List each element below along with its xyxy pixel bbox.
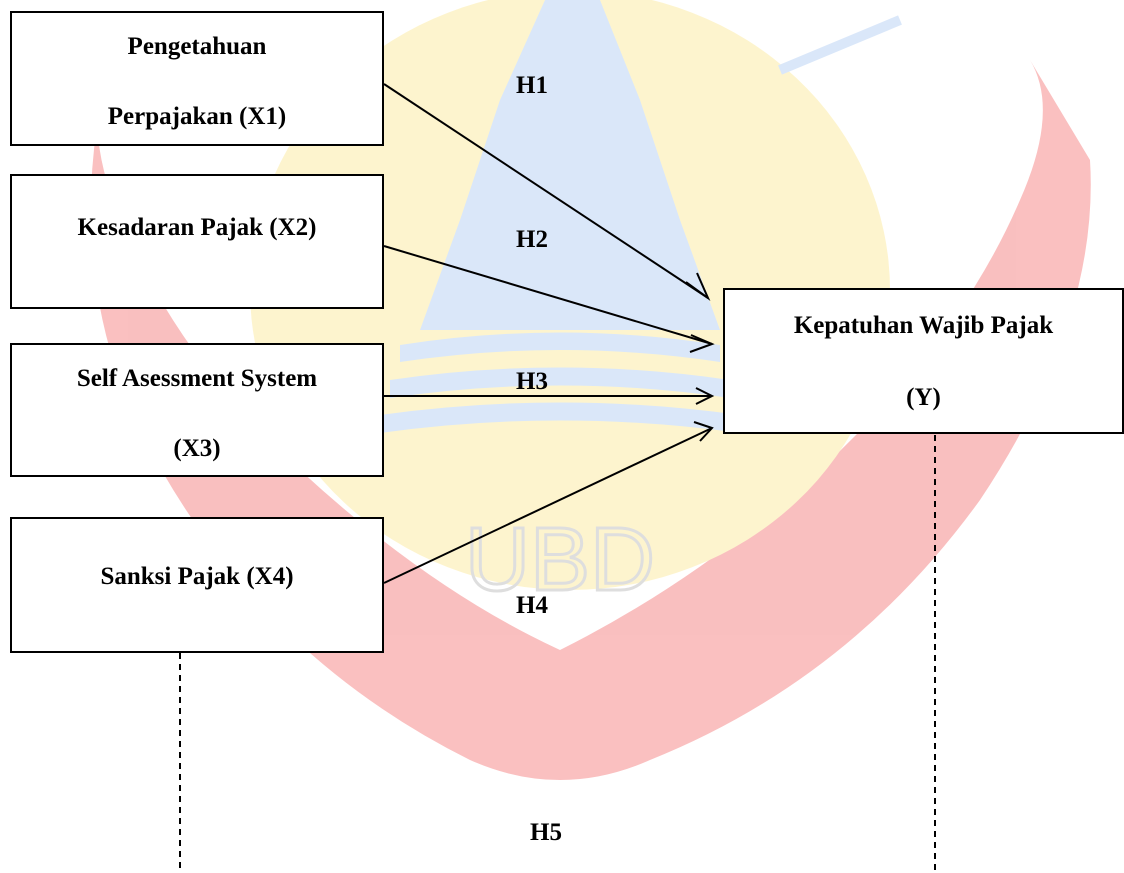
arrow-h4 bbox=[383, 427, 713, 584]
watermark-book-line-2 bbox=[390, 367, 730, 398]
watermark-blue-stroke bbox=[778, 15, 902, 75]
arrow-h1 bbox=[383, 83, 709, 299]
arrow-h4-head bbox=[693, 421, 714, 442]
arrow-h3-head bbox=[695, 387, 715, 405]
variable-y-label-line2: (Y) bbox=[906, 384, 941, 411]
watermark-book-line-1 bbox=[400, 332, 720, 362]
variable-x1-label-line1: Pengetahuan bbox=[127, 33, 267, 60]
hypothesis-label-h1: H1 bbox=[516, 72, 548, 99]
arrow-h1-head bbox=[685, 272, 711, 301]
variable-x2-label-line1: Kesadaran Pajak (X2) bbox=[77, 214, 317, 241]
hypothesis-label-h3: H3 bbox=[516, 368, 548, 395]
watermark-blue-tower bbox=[420, 0, 720, 330]
variable-x3-label-line1: Self Asessment System bbox=[76, 365, 318, 392]
watermark-yellow-disc bbox=[250, 0, 890, 590]
variable-box-x1: Pengetahuan Perpajakan (X1) bbox=[10, 11, 384, 146]
hypothesis-label-h4: H4 bbox=[516, 592, 548, 619]
watermark-book-line-3 bbox=[380, 402, 740, 433]
watermark-text: UBD bbox=[465, 510, 655, 610]
variable-y-label-line1: Kepatuhan Wajib Pajak bbox=[793, 312, 1054, 339]
variable-box-y: Kepatuhan Wajib Pajak (Y) bbox=[723, 288, 1124, 434]
hypothesis-label-h2: H2 bbox=[516, 226, 548, 253]
variable-box-x2: Kesadaran Pajak (X2) bbox=[10, 174, 384, 309]
variable-box-x3: Self Asessment System (X3) bbox=[10, 343, 384, 477]
hypothesis-label-h5: H5 bbox=[530, 819, 562, 846]
variable-box-x4: Sanksi Pajak (X4) bbox=[10, 517, 384, 653]
variable-x1-label-line2: Perpajakan (X1) bbox=[107, 103, 287, 130]
variable-x3-label-line2: (X3) bbox=[173, 435, 221, 462]
arrow-h2-head bbox=[689, 334, 715, 353]
variable-x4-label-line1: Sanksi Pajak (X4) bbox=[100, 563, 294, 590]
arrow-h2 bbox=[383, 245, 713, 345]
